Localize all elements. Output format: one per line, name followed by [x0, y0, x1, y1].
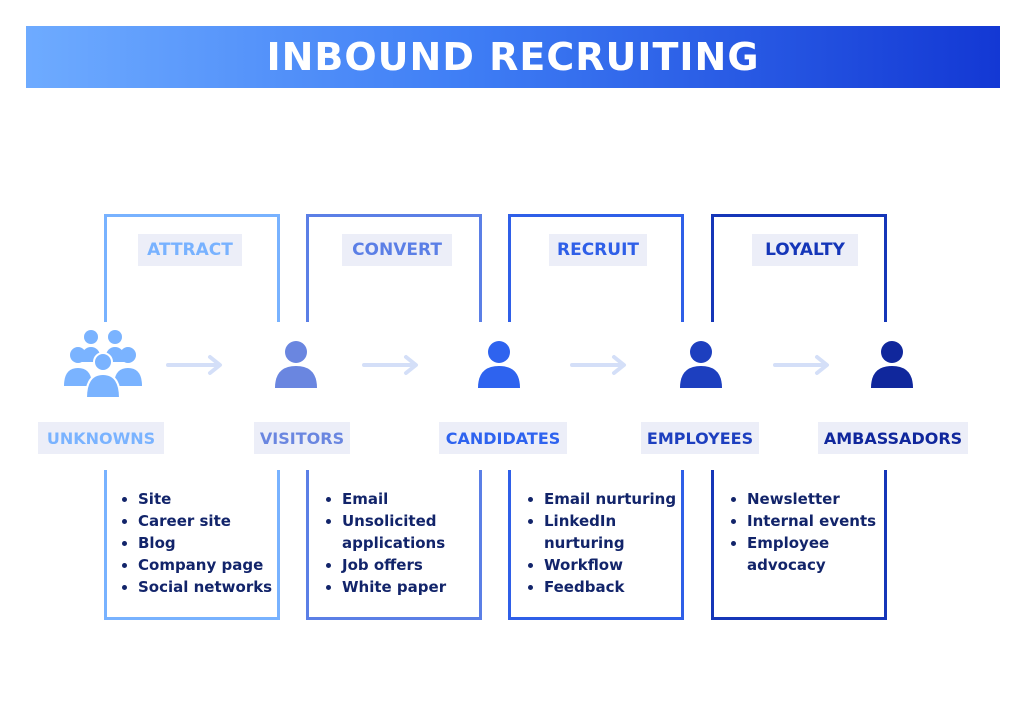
stage-loyalty-frame-top	[711, 214, 887, 322]
recruit-item-list: Email nurturing LinkedIn nurturing Workf…	[524, 488, 694, 598]
list-item: Feedback	[544, 576, 694, 598]
attract-item-list: Site Career site Blog Company page Socia…	[118, 488, 298, 598]
arrow-right-icon	[362, 355, 418, 375]
list-item: Site	[138, 488, 298, 510]
title-banner: INBOUND RECRUITING	[26, 26, 1000, 88]
stage-recruit-frame-bottom	[508, 470, 684, 620]
convert-item-list: Email Unsolicited applications Job offer…	[322, 488, 482, 598]
stage-label-convert: CONVERT	[342, 234, 452, 266]
ambassador-person-icon	[871, 341, 913, 388]
list-item: Internal events	[747, 510, 897, 532]
stage-label-loyalty: LOYALTY	[752, 234, 858, 266]
employee-person-icon	[680, 341, 722, 388]
stage-convert-frame-bottom	[306, 470, 482, 620]
list-item: Newsletter	[747, 488, 897, 510]
list-item: Company page	[138, 554, 298, 576]
page-title: INBOUND RECRUITING	[266, 35, 760, 79]
arrow-right-icon	[166, 355, 222, 375]
list-item: Email nurturing	[544, 488, 694, 510]
stage-convert-frame-top	[306, 214, 482, 322]
list-item: Social networks	[138, 576, 298, 598]
list-item: Job offers	[342, 554, 482, 576]
list-item: White paper	[342, 576, 482, 598]
list-item: Email	[342, 488, 482, 510]
stage-recruit-frame-top	[508, 214, 684, 322]
candidate-person-icon	[478, 341, 520, 388]
stage-loyalty-frame-bottom	[711, 470, 887, 620]
list-item: Employee advocacy	[747, 532, 837, 576]
list-item: Blog	[138, 532, 298, 554]
loyalty-item-list: Newsletter Internal events Employee advo…	[727, 488, 897, 576]
stage-attract-frame-bottom	[104, 470, 280, 620]
stage-label-recruit: RECRUIT	[549, 234, 647, 266]
list-item: LinkedIn nurturing	[544, 510, 644, 554]
group-label-visitors: VISITORS	[254, 422, 350, 454]
arrow-right-icon	[570, 355, 626, 375]
group-label-employees: EMPLOYEES	[641, 422, 759, 454]
group-label-unknowns: UNKNOWNS	[38, 422, 164, 454]
arrow-right-icon	[773, 355, 829, 375]
group-of-people-icon	[64, 330, 142, 398]
list-item: Workflow	[544, 554, 694, 576]
visitor-person-icon	[275, 341, 317, 388]
list-item: Career site	[138, 510, 298, 532]
stage-attract-frame-top	[104, 214, 280, 322]
list-item: Unsolicited applications	[342, 510, 482, 554]
stage-label-attract: ATTRACT	[138, 234, 242, 266]
group-label-ambassadors: AMBASSADORS	[818, 422, 968, 454]
group-label-candidates: CANDIDATES	[439, 422, 567, 454]
